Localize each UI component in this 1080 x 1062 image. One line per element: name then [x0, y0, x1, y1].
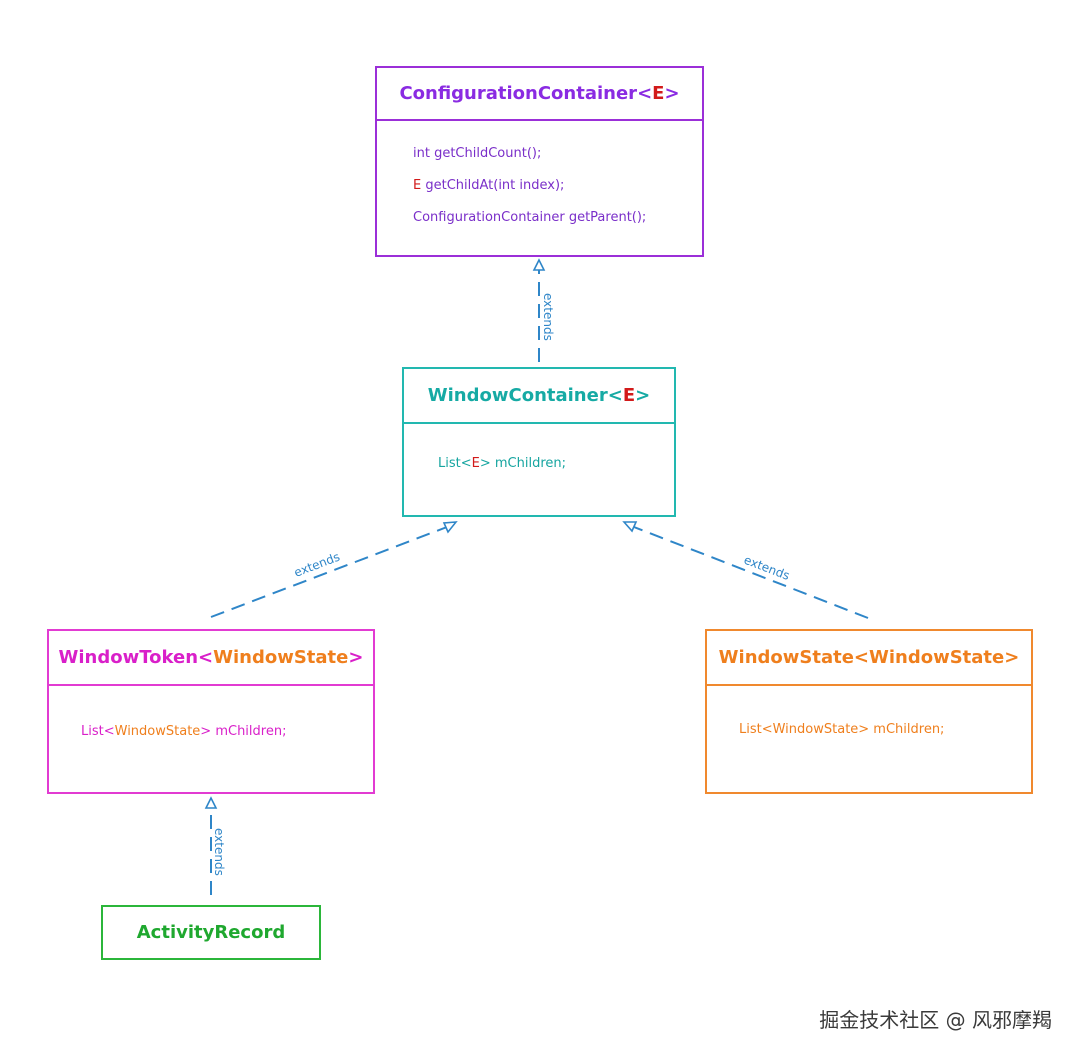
field-type-parameter: E — [471, 456, 480, 471]
class-members: List<WindowState> mChildren; — [49, 686, 373, 739]
class-name: ActivityRecord — [103, 907, 319, 958]
field-type-parameter: WindowState — [114, 724, 201, 739]
field-m-children: List<WindowState> mChildren; — [739, 722, 945, 737]
method-get-child-count: int getChildCount(); — [413, 146, 542, 161]
window-container-class: WindowContainer<E> List<E> mChildren; — [402, 367, 676, 517]
configuration-container-class: ConfigurationContainer<E> int getChildCo… — [375, 66, 704, 257]
extends-label-wt-wc: extends — [292, 550, 342, 580]
class-members: List<E> mChildren; — [404, 424, 674, 471]
class-name: WindowContainer<E> — [404, 369, 674, 424]
arrowhead-wc-left — [442, 521, 458, 534]
arrowhead-cc — [532, 258, 546, 271]
class-name-text: ConfigurationContainer — [399, 83, 638, 104]
method-signature: getChildAt(int index); — [421, 178, 565, 193]
class-members: int getChildCount(); E getChildAt(int in… — [377, 121, 702, 241]
arrowhead-wt — [204, 796, 218, 809]
angle-close: > — [635, 385, 651, 406]
activity-record-class: ActivityRecord — [101, 905, 321, 960]
type-parameter: WindowState — [213, 647, 349, 668]
class-name: WindowToken<WindowState> — [49, 631, 373, 686]
window-token-class: WindowToken<WindowState> List<WindowStat… — [47, 629, 375, 794]
arrowhead-wc-right — [622, 521, 638, 533]
angle-open: < — [637, 83, 653, 104]
extends-label-ws-wc: extends — [742, 553, 792, 583]
field-type-prefix: List< — [81, 724, 115, 739]
class-name-text: ActivityRecord — [136, 922, 286, 943]
extends-label-wc-cc: extends — [541, 293, 555, 341]
type-parameter: E — [652, 83, 665, 104]
class-name-text: WindowToken — [58, 647, 199, 668]
angle-open: < — [607, 385, 623, 406]
field-type-prefix: List< — [438, 456, 472, 471]
class-members: List<WindowState> mChildren; — [707, 686, 1031, 737]
method-get-child-at: E getChildAt(int index); — [413, 177, 702, 209]
field-type-suffix: > mChildren; — [200, 724, 287, 739]
field-m-children: List<E> mChildren; — [438, 456, 674, 471]
field-type-suffix: > mChildren; — [479, 456, 567, 471]
type-parameter: E — [622, 385, 636, 406]
field-m-children: List<WindowState> mChildren; — [81, 724, 373, 739]
class-name: WindowState<WindowState> — [707, 631, 1031, 686]
class-name-text: WindowContainer — [427, 385, 608, 406]
window-state-class: WindowState<WindowState> List<WindowStat… — [705, 629, 1033, 794]
return-type: E — [413, 178, 422, 193]
angle-open: < — [198, 647, 214, 668]
class-name: ConfigurationContainer<E> — [377, 68, 702, 121]
class-name-text: WindowState<WindowState> — [718, 647, 1020, 668]
extends-line-ws-wc — [633, 526, 869, 619]
extends-label-ar-wt: extends — [212, 828, 226, 876]
watermark: 掘金技术社区 @ 风邪摩羯 — [819, 1008, 1052, 1032]
extends-line-wt-wc — [210, 526, 448, 618]
method-get-parent: ConfigurationContainer getParent(); — [413, 210, 647, 225]
angle-close: > — [348, 647, 364, 668]
angle-close: > — [664, 83, 680, 104]
